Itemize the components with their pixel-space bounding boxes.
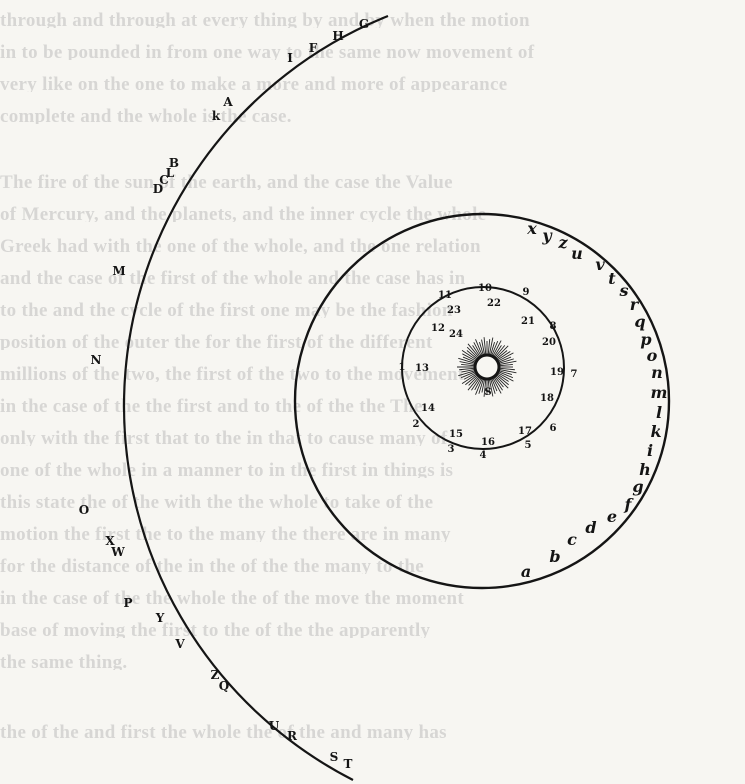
inner-orbit-number: 5 <box>525 440 532 451</box>
sun-label: S <box>484 387 491 398</box>
middle-orbit-label: u <box>571 244 583 263</box>
outer-orbit-arc <box>124 16 388 780</box>
sun-ray <box>482 340 485 355</box>
outer-orbit-label: Q <box>219 679 229 693</box>
outer-orbit-label: U <box>269 719 280 733</box>
inner-orbit-number: 22 <box>487 298 501 309</box>
inner-orbit-number: 16 <box>481 437 495 448</box>
sun-ray <box>459 368 474 369</box>
outer-orbit-label: F <box>309 41 318 55</box>
sun-ray <box>488 339 489 354</box>
middle-orbit-label: k <box>650 422 661 441</box>
middle-orbit-label: l <box>656 403 662 422</box>
inner-orbit-number: 21 <box>521 316 535 327</box>
outer-orbit-label: W <box>110 545 125 559</box>
middle-orbit-label: t <box>608 269 616 288</box>
middle-orbit-label: x <box>526 219 537 238</box>
inner-orbit-number: 11 <box>438 290 452 301</box>
middle-orbit-label: d <box>585 518 596 537</box>
outer-orbit-label: k <box>212 109 221 123</box>
outer-orbit-label: V <box>174 637 185 651</box>
middle-orbit-label: c <box>567 530 577 549</box>
middle-orbit-label: e <box>607 507 617 526</box>
outer-orbit-label: H <box>332 29 343 43</box>
sun-ray <box>496 376 508 388</box>
inner-orbit-number: 8 <box>550 321 557 332</box>
outer-orbit-label: I <box>287 51 293 65</box>
middle-orbit-label: i <box>647 441 653 460</box>
outer-orbit-label: Y <box>155 611 165 625</box>
inner-orbit-number: 23 <box>447 305 461 316</box>
inner-orbit-number: 4 <box>480 450 487 461</box>
inner-orbit-number: 1 <box>399 362 406 373</box>
sun-ray <box>496 346 508 358</box>
outer-orbit-label: O <box>79 503 89 517</box>
middle-orbit-label: a <box>521 562 531 581</box>
inner-orbit-number: 14 <box>421 403 435 414</box>
inner-orbit-number: 3 <box>448 444 455 455</box>
inner-orbit-number: 13 <box>415 363 429 374</box>
middle-orbit-label: z <box>557 233 568 252</box>
sun-ray <box>460 362 475 365</box>
outer-orbit-label: A <box>222 95 233 109</box>
middle-orbit-label: g <box>632 477 643 496</box>
sun-ray <box>500 368 515 369</box>
outer-orbit-labels: GHFIABkCLDMNOXWPYVZQURST <box>79 17 369 771</box>
middle-orbit-label: b <box>549 547 560 566</box>
middle-orbit-label: v <box>595 255 605 274</box>
outer-orbit-label: M <box>112 264 125 278</box>
outer-orbit-label: R <box>287 729 298 743</box>
inner-orbit-number: 7 <box>571 369 578 380</box>
inner-orbit-number: 17 <box>518 426 532 437</box>
outer-orbit-label: G <box>359 17 369 31</box>
outer-orbit-label: T <box>344 757 353 771</box>
sun-ray <box>461 364 474 365</box>
inner-orbit-number: 15 <box>449 429 463 440</box>
outer-orbit-label: L <box>166 166 175 180</box>
middle-orbit-label: n <box>651 363 663 382</box>
outer-orbit-label: N <box>91 353 102 367</box>
inner-orbit-number: 9 <box>523 287 530 298</box>
outer-orbit-label: D <box>153 182 163 196</box>
sun-body <box>475 355 499 379</box>
inner-orbit-number: 20 <box>542 337 556 348</box>
middle-orbit-label: m <box>651 383 668 402</box>
outer-orbit-label: S <box>330 750 339 764</box>
inner-orbit-number: 2 <box>413 419 420 430</box>
sun-ray <box>500 364 513 365</box>
inner-orbit-number: 18 <box>540 393 554 404</box>
inner-orbit-number: 6 <box>550 423 557 434</box>
inner-orbit-number: 12 <box>431 323 445 334</box>
middle-orbit-label: y <box>541 226 553 245</box>
inner-orbit-number: 19 <box>550 367 564 378</box>
inner-orbit-number: 24 <box>449 329 463 340</box>
middle-orbit-label: q <box>634 312 645 331</box>
outer-orbit-label: P <box>123 596 132 610</box>
inner-orbit-number: 10 <box>478 283 492 294</box>
middle-orbit-label: s <box>618 281 628 300</box>
